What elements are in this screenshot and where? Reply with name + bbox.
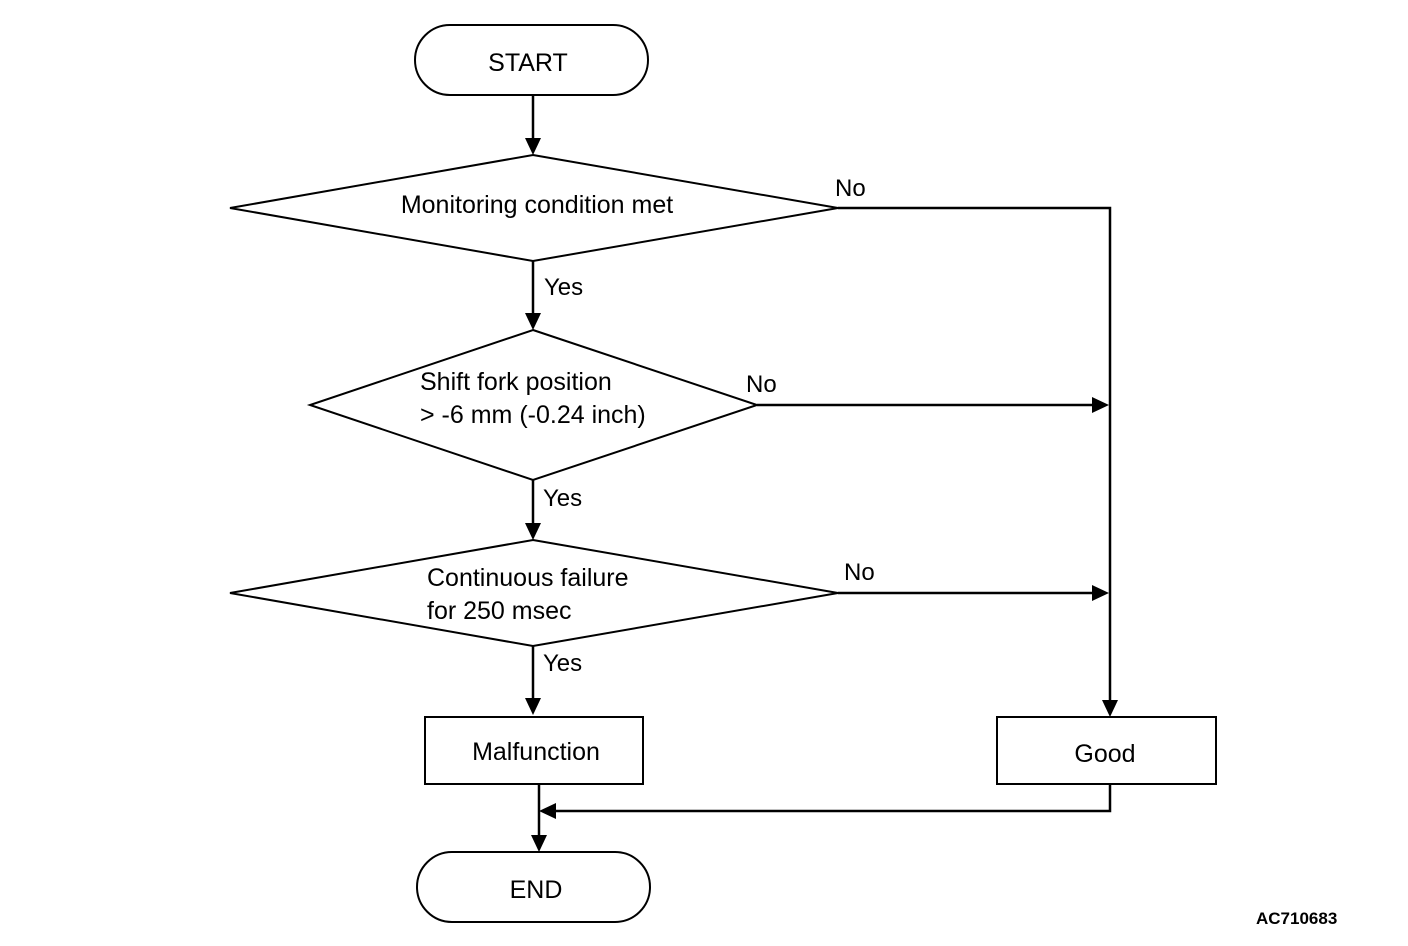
arrowhead: [525, 313, 541, 330]
arrowhead: [1092, 585, 1109, 601]
arrowhead: [525, 523, 541, 540]
malfunction-label: Malfunction: [472, 738, 600, 766]
figure-id: AC710683: [1256, 909, 1337, 928]
start-node: START: [414, 24, 649, 96]
good-node: Good: [996, 716, 1217, 785]
decision3-label-line1: Continuous failure: [427, 564, 629, 592]
decision3-yes-label: Yes: [543, 650, 582, 677]
arrowhead: [531, 835, 547, 852]
arrowhead: [539, 803, 556, 819]
decision2-no-label: No: [746, 371, 777, 398]
arrowhead: [525, 698, 541, 715]
end-node: END: [416, 851, 651, 923]
decision3-no-label: No: [844, 559, 875, 586]
decision2-label-line1: Shift fork position: [420, 368, 612, 396]
arrowhead: [1092, 397, 1109, 413]
start-label: START: [488, 49, 568, 77]
end-label: END: [510, 876, 563, 904]
arrowhead: [1102, 700, 1118, 717]
decision-shift-fork-position: Shift fork position > -6 mm (-0.24 inch): [306, 328, 761, 482]
decision-monitoring-condition: Monitoring condition met: [229, 153, 839, 263]
edge-good-to-end: [555, 784, 1112, 813]
edge-decision1-no: [838, 206, 1112, 700]
decision-continuous-failure: Continuous failure for 250 msec: [229, 538, 839, 648]
malfunction-node: Malfunction: [424, 716, 644, 785]
decision2-label-line2: > -6 mm (-0.24 inch): [420, 401, 646, 429]
arrowhead: [525, 138, 541, 155]
decision3-label-line2: for 250 msec: [427, 597, 572, 625]
decision1-no-label: No: [835, 175, 866, 202]
good-label: Good: [1074, 740, 1135, 768]
decision1-label: Monitoring condition met: [401, 191, 673, 219]
decision1-yes-label: Yes: [544, 274, 583, 301]
decision2-yes-label: Yes: [543, 485, 582, 512]
